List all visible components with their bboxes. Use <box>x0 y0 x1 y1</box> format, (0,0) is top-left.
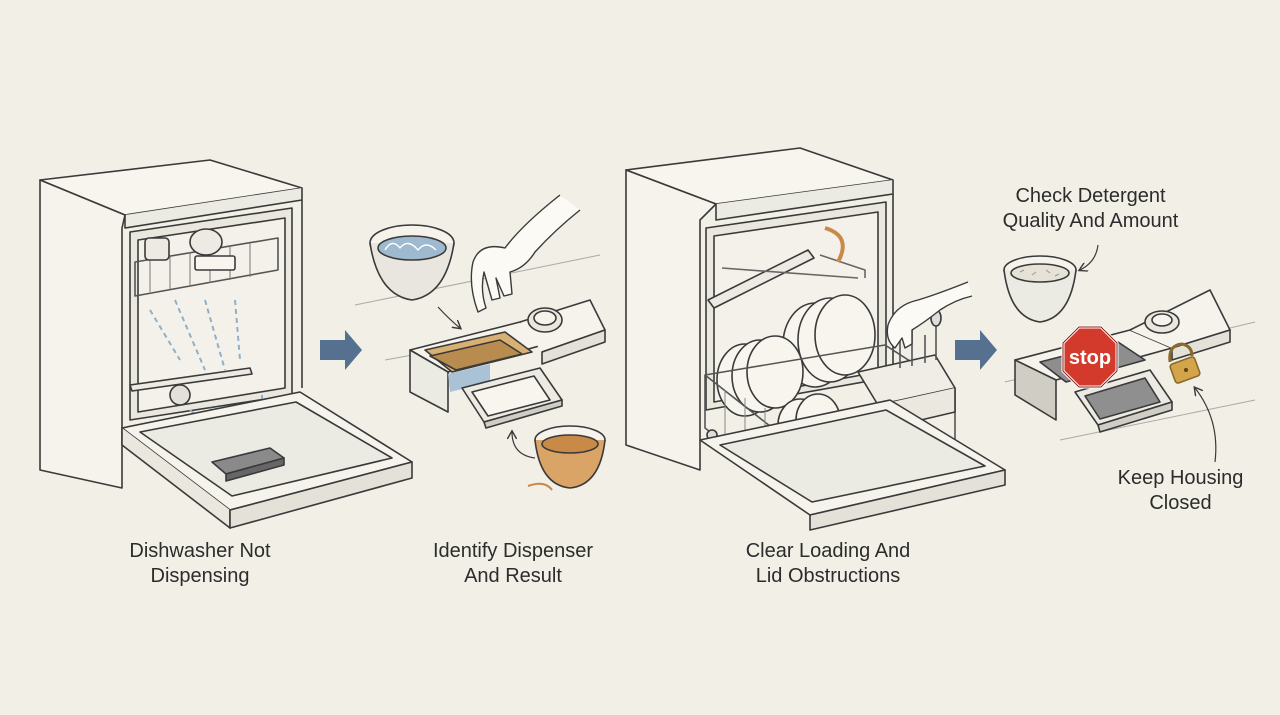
dispenser-illustration <box>354 194 606 491</box>
step-2-caption: Identify Dispenser And Result <box>403 539 623 589</box>
dishwasher-open-illustration <box>39 159 413 529</box>
step-3-line-2: Lid Obstructions <box>755 565 901 587</box>
step-3-line-1: Clear Loading And <box>745 540 911 562</box>
flow-arrow-3 <box>955 330 997 370</box>
keep-closed-callout: Keep Housing Closed <box>1098 466 1263 516</box>
step-1-line-2: Dispensing <box>150 565 250 587</box>
step-2-line-1: Identify Dispenser <box>432 540 594 562</box>
check-callout-line-2: Quality And Amount <box>1002 210 1179 232</box>
dispenser-locked-illustration <box>1003 244 1256 463</box>
keep-callout-line-1: Keep Housing <box>1117 467 1244 489</box>
step-1-caption: Dishwasher Not Dispensing <box>90 539 310 589</box>
check-detergent-callout: Check Detergent Quality And Amount <box>978 184 1203 234</box>
step-2-line-2: And Result <box>464 565 562 587</box>
stop-sign-icon: stop <box>1061 325 1119 389</box>
check-callout-line-1: Check Detergent <box>1015 185 1166 207</box>
flow-arrow-1 <box>320 330 362 370</box>
keep-callout-line-2: Closed <box>1149 492 1212 514</box>
stop-sign-text: stop <box>1069 347 1111 369</box>
step-1-line-1: Dishwasher Not <box>129 540 271 562</box>
dishwasher-loaded-illustration <box>625 147 1006 531</box>
step-3-caption: Clear Loading And Lid Obstructions <box>713 539 943 589</box>
